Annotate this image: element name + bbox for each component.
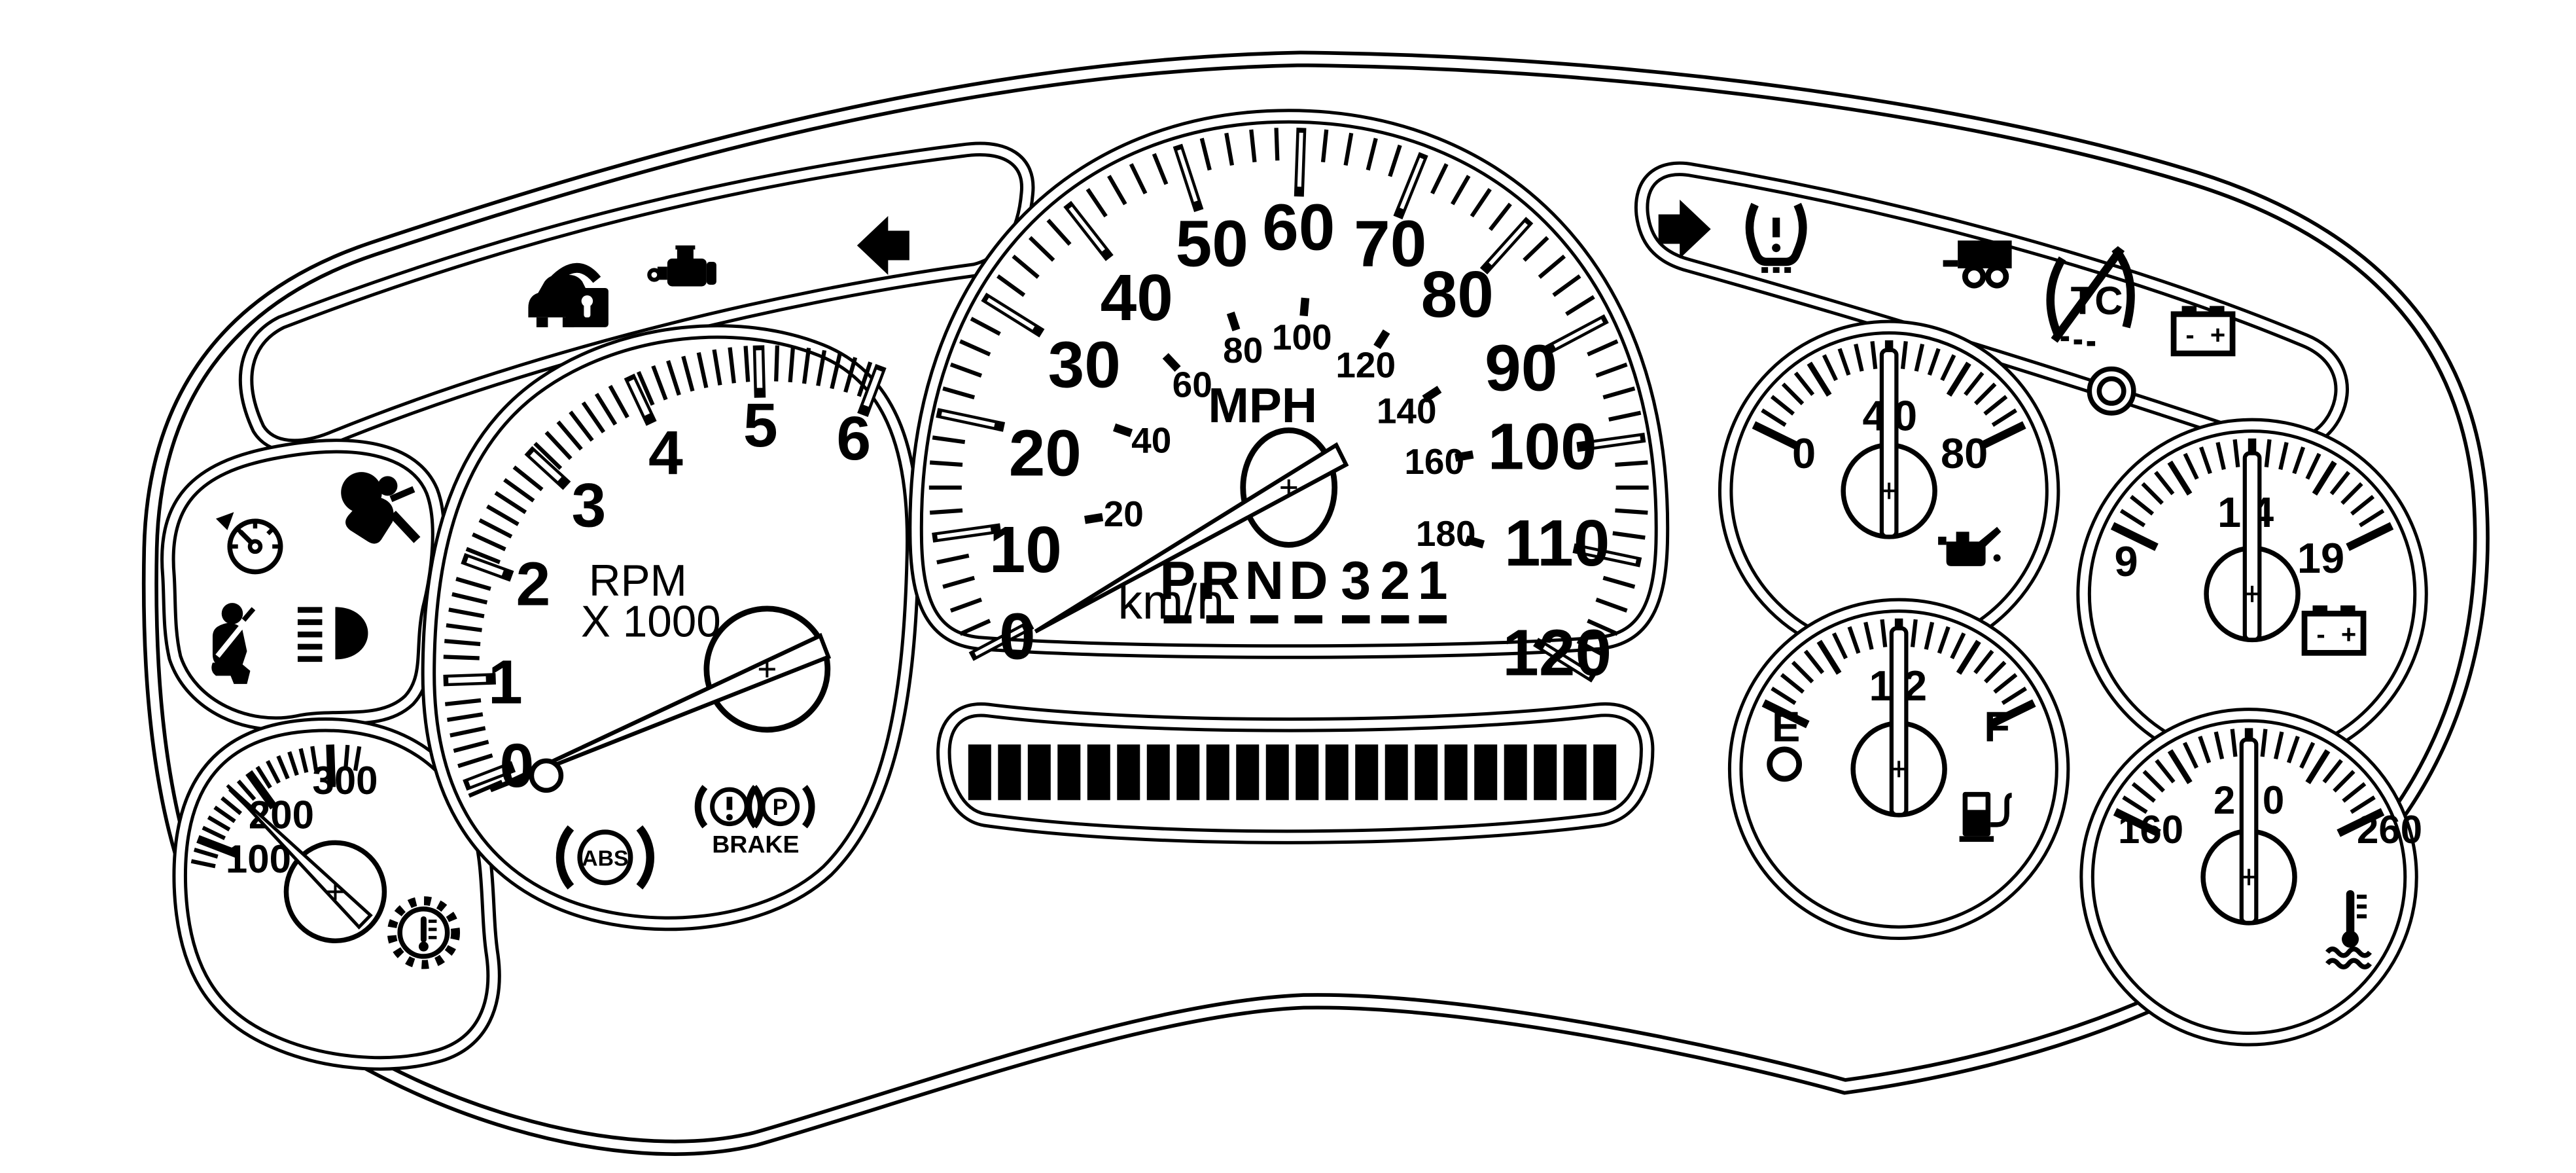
hub-center-marks [326,479,2261,900]
temp-needle [2239,737,2259,925]
indicator-pod-right [1634,161,2349,454]
svg-text:80: 80 [1223,330,1263,370]
oil-needle [1879,348,1899,539]
svg-text:260: 260 [2357,808,2422,852]
svg-text:+: + [2341,620,2356,649]
park-brake-icon: P [745,785,815,829]
svg-text:P: P [773,795,788,820]
svg-text:2: 2 [2214,778,2235,822]
svg-text:-: - [2185,321,2194,350]
low-fuel-indicator [1767,746,1803,782]
svg-text:50: 50 [1176,207,1248,280]
svg-text:0: 0 [999,600,1036,673]
svg-text:110: 110 [1504,507,1610,580]
indicator-led [2087,366,2136,416]
seatbelt-icon [211,603,256,684]
svg-text:60: 60 [1173,364,1212,405]
tachometer-needle-ring [529,758,564,793]
cruise-control-icon [215,512,283,575]
svg-text:3: 3 [571,471,606,540]
svg-text:E: E [1772,702,1800,750]
svg-text:5: 5 [743,391,778,460]
security-icon [528,262,609,327]
svg-text:3: 3 [1341,550,1371,611]
svg-text:120: 120 [1502,616,1612,689]
svg-text:30: 30 [1048,328,1121,401]
svg-text:180: 180 [1416,513,1476,554]
right-turn-arrow-icon [1658,199,1711,259]
svg-text:10: 10 [989,513,1062,586]
svg-text:0: 0 [499,731,534,801]
check-engine-icon [647,245,716,287]
message-center-pod [160,439,446,731]
svg-text:4: 4 [648,418,683,488]
indicator-pod-left [239,141,1035,454]
svg-text:160: 160 [2118,808,2183,852]
svg-text:-: - [2316,620,2325,649]
airbag-icon [341,472,421,544]
oil-can-icon [1938,526,2002,566]
svg-text:0: 0 [1792,429,1816,477]
svg-text:1: 1 [1869,662,1893,710]
rpm-x1000-label: X 1000 [581,597,721,646]
svg-text:160: 160 [1404,441,1464,482]
needles [226,348,2301,944]
svg-text:300: 300 [312,759,378,803]
abs-icon: ABS [556,825,654,890]
svg-text:6: 6 [836,404,871,473]
svg-text:80: 80 [1941,429,1988,477]
lcd-odometer-segments [968,744,1617,801]
svg-text:20: 20 [1104,494,1144,534]
svg-text:100: 100 [1488,410,1597,483]
coolant-thermometer-icon [2325,890,2373,970]
svg-text:90: 90 [1485,331,1557,405]
svg-text:40: 40 [1101,261,1173,334]
svg-text:1: 1 [488,647,523,717]
svg-text:9: 9 [2115,537,2138,585]
volt-needle [2242,451,2262,642]
svg-text:D: D [1289,550,1328,611]
speedometer-needle [1034,442,1349,634]
svg-text:1: 1 [1418,550,1448,611]
fuel-pump-icon [1959,791,2012,842]
svg-text:+: + [2210,321,2225,350]
svg-text:2: 2 [516,549,550,619]
battery-charge-icon: - + [2170,306,2236,357]
svg-text:19: 19 [2297,534,2344,582]
trans-temp-gear-icon [387,896,461,969]
svg-text:60: 60 [1262,190,1335,264]
svg-text:70: 70 [1354,207,1426,280]
volt-battery-icon: - + [2301,605,2367,656]
svg-text:40: 40 [1131,420,1171,460]
brake-label: BRAKE [712,830,799,857]
left-turn-arrow-icon [856,215,909,275]
fuel-needle [1889,626,1909,817]
traction-control-off-icon: TC [2046,245,2135,346]
svg-text:2: 2 [1380,550,1410,611]
svg-text:120: 120 [1335,344,1396,385]
tachometer-needle [489,632,832,793]
tire-pressure-warning-icon [1745,202,1807,273]
trailer-tow-icon [1943,240,2012,289]
kmh-label: km/h [1118,574,1225,629]
svg-text:1: 1 [2217,488,2241,536]
svg-text:80: 80 [1421,258,1494,331]
svg-text:R: R [1201,550,1240,611]
svg-text:ABS: ABS [582,846,628,871]
svg-text:N: N [1244,550,1284,611]
mph-label: MPH [1208,378,1317,433]
rpm-label: RPM [589,556,687,605]
svg-text:F: F [1984,702,2010,750]
svg-text:100: 100 [1272,317,1332,357]
svg-text:20: 20 [1009,416,1082,490]
lcd-pod [936,702,1655,844]
svg-text:0: 0 [2263,778,2284,822]
headlight-beam-icon [297,607,368,662]
